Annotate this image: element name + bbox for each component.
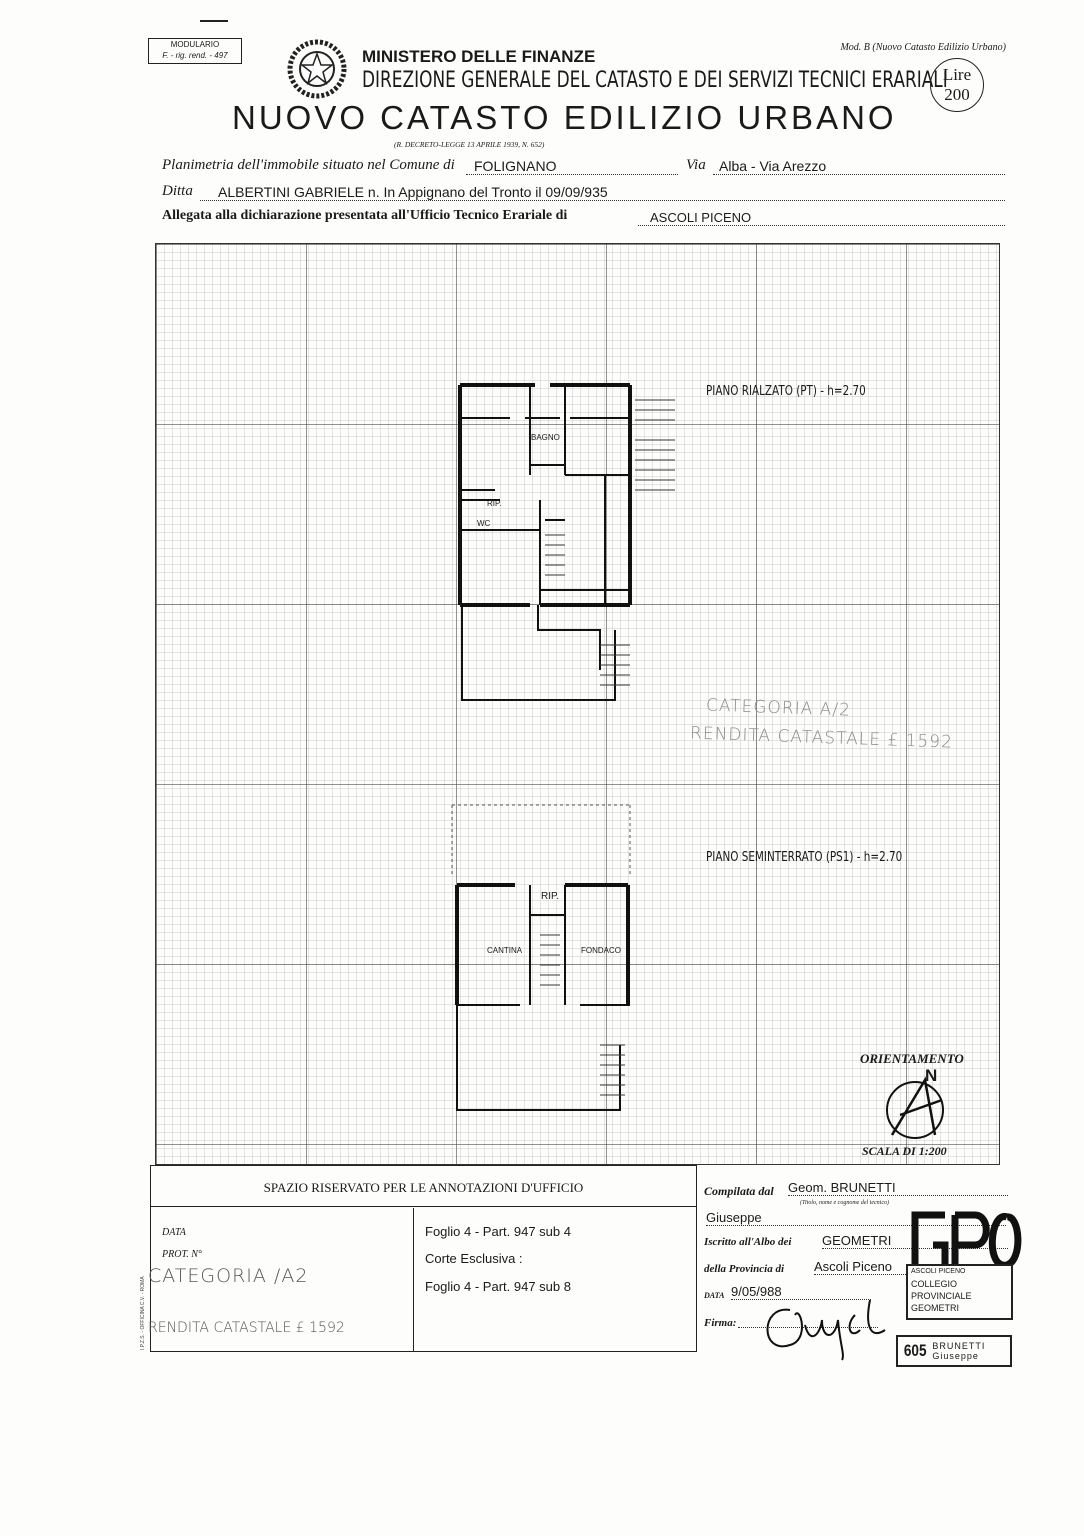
name-field: Giuseppe: [706, 1210, 1006, 1226]
ufficio-label: Allegata alla dichiarazione presentata a…: [162, 208, 568, 223]
signature-line: [738, 1326, 878, 1328]
foglio-line-1: Foglio 4 - Part. 947 sub 4: [425, 1224, 571, 1239]
room-label-rip-basement: RIP.: [541, 891, 560, 902]
printer-imprint: I.P.Z.S. - OFFICINA C.V. - ROMA: [140, 1276, 146, 1350]
corte-esclusiva-label: Corte Esclusiva :: [425, 1251, 523, 1266]
floor-label-basement: PIANO SEMINTERRATO (PS1) - h=2.70: [706, 850, 903, 865]
scale-label: SCALA DI 1:200: [862, 1144, 947, 1158]
stamp-firstname: Giuseppe: [932, 1351, 979, 1361]
basement-floor-plan: [451, 804, 631, 1111]
stamp-line: PROVINCIALE: [911, 1291, 972, 1301]
mark: [200, 20, 228, 22]
ministry-heading: MINISTERO DELLE FINANZE: [362, 47, 596, 66]
page-title: NUOVO CATASTO EDILIZIO URBANO: [232, 99, 897, 136]
modulario-box: MODULARIO F. - rig. rend. - 497: [148, 38, 242, 64]
room-label-bagno: BAGNO: [531, 433, 560, 442]
office-prot-label: PROT. N°: [162, 1249, 202, 1260]
ditta-value: ALBERTINI GABRIELE n. In Appignano del T…: [218, 184, 608, 200]
direction-heading: DIREZIONE GENERALE DEL CATASTO E DEI SER…: [362, 68, 948, 93]
stamp-line: COLLEGIO: [911, 1279, 958, 1289]
ground-floor-plan: [458, 383, 675, 701]
comune-field: FOLIGNANO: [466, 158, 678, 175]
ufficio-field: ASCOLI PICENO: [638, 210, 1005, 226]
compilata-field: Geom. BRUNETTI: [788, 1180, 1008, 1196]
north-label: N: [925, 1066, 938, 1085]
modulario-label: MODULARIO: [170, 40, 220, 49]
lire-value: 200: [944, 85, 970, 104]
compilata-value: Geom. BRUNETTI: [788, 1180, 896, 1195]
via-field: Alba - Via Arezzo: [713, 158, 1005, 175]
room-label-cantina: CANTINA: [487, 946, 523, 955]
foglio-line-2: Foglio 4 - Part. 947 sub 8: [425, 1279, 571, 1294]
ditta-label: Ditta: [162, 183, 193, 199]
ufficio-value: ASCOLI PICENO: [650, 210, 752, 225]
room-label-fondaco: FONDACO: [581, 946, 621, 955]
stamp-line: ASCOLI PICENO: [911, 1268, 966, 1275]
orientation-label: ORIENTAMENTO: [860, 1051, 964, 1066]
comune-value: FOLIGNANO: [474, 158, 557, 174]
modulario-code: F. - rig. rend. - 497: [162, 51, 228, 60]
stamp-number: 605: [903, 1341, 927, 1360]
via-label: Via: [686, 157, 706, 173]
room-label-rip: RIP.: [487, 499, 502, 508]
compiler-date-field: 9/05/988: [731, 1284, 871, 1300]
handwritten-category: CATEGORIA /A2: [148, 1265, 309, 1287]
model-label: Mod. B (Nuovo Catasto Edilizio Urbano): [840, 42, 1006, 53]
albo-value: GEOMETRI: [822, 1233, 892, 1248]
decree-reference: (R. DECRETO-LEGGE 13 APRILE 1939, N. 652…: [394, 140, 545, 149]
provincia-value: Ascoli Piceno: [814, 1259, 893, 1274]
albo-label: Iscritto all'Albo dei: [704, 1236, 792, 1248]
lire-stamp: Lire 200: [930, 58, 984, 112]
plan-grid: [155, 243, 1000, 1165]
compiler-date-value: 9/05/988: [731, 1284, 782, 1299]
room-label-wc: WC: [477, 519, 491, 528]
compilata-label: Compilata dal: [704, 1184, 774, 1198]
office-box-title: SPAZIO RISERVATO PER LE ANNOTAZIONI D'UF…: [151, 1166, 696, 1207]
handwritten-rendita: RENDITA CATASTALE £ 1592: [148, 1320, 345, 1336]
stamp-line: GEOMETRI: [911, 1303, 960, 1313]
office-annotations-box: SPAZIO RISERVATO PER LE ANNOTAZIONI D'UF…: [150, 1165, 697, 1352]
name-value: Giuseppe: [706, 1210, 762, 1225]
handwritten-signature: [766, 1299, 886, 1361]
compilata-caption: (Titolo, nome e cognome del tecnico): [800, 1200, 889, 1206]
provincia-label: della Provincia di: [704, 1263, 785, 1275]
office-data-label: DATA: [162, 1227, 186, 1238]
compass-icon: [886, 1076, 944, 1139]
stamp-surname: BRUNETTI: [932, 1341, 986, 1351]
via-value: Alba - Via Arezzo: [719, 158, 827, 174]
republic-emblem-icon: [287, 39, 347, 99]
collegio-stamp: ASCOLI PICENO COLLEGIO PROVINCIALE GEOME…: [906, 1264, 1013, 1320]
compiler-data-label: DATA: [704, 1291, 725, 1300]
office-box-divider: [413, 1208, 414, 1351]
lire-label: Lire: [942, 65, 972, 84]
comune-label: Planimetria dell'immobile situato nel Co…: [162, 157, 455, 173]
floor-label-ground: PIANO RIALZATO (PT) - h=2.70: [706, 384, 866, 399]
ditta-field: ALBERTINI GABRIELE n. In Appignano del T…: [200, 184, 1005, 201]
firma-label: Firma:: [704, 1317, 737, 1329]
